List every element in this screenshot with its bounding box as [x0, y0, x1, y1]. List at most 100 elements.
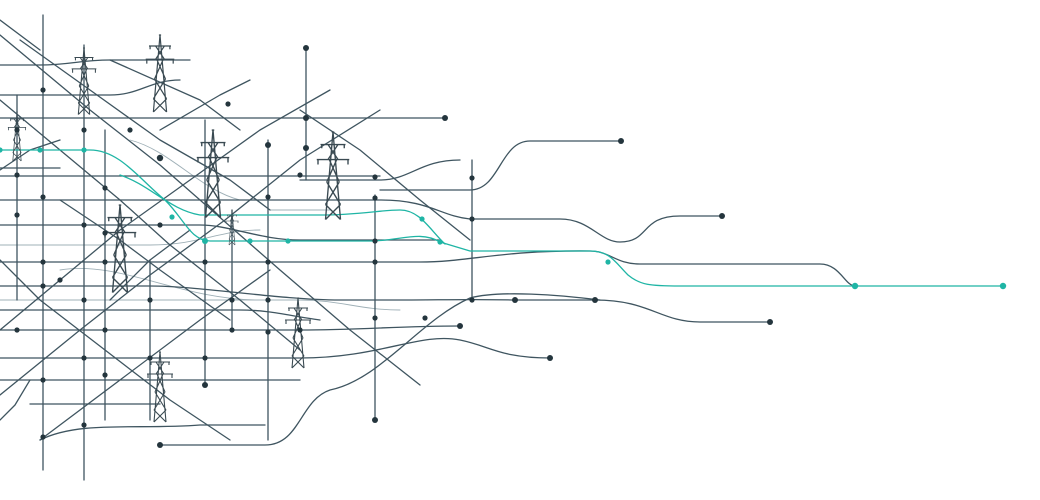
connection-node — [419, 216, 425, 222]
connection-node — [81, 355, 87, 361]
connection-node — [457, 323, 463, 329]
grid-wire — [0, 79, 181, 96]
connection-node — [40, 434, 46, 440]
connection-node — [156, 154, 164, 162]
connection-node — [14, 212, 20, 218]
connection-node — [437, 239, 443, 245]
grid-wire — [0, 34, 421, 386]
connection-node — [40, 283, 46, 289]
connection-node — [512, 297, 518, 303]
grid-wire — [299, 159, 461, 181]
background-wires — [0, 139, 401, 331]
grid-wire — [0, 325, 461, 331]
connection-node — [157, 222, 163, 228]
connection-node — [57, 277, 63, 283]
connection-node — [303, 45, 309, 51]
connection-node — [81, 147, 87, 153]
grid-wire — [0, 259, 231, 441]
connection-node — [285, 238, 291, 244]
connection-node — [14, 172, 20, 178]
grid-wire — [0, 139, 61, 171]
grid-wire — [0, 19, 41, 51]
connection-node — [102, 185, 108, 191]
connection-node — [40, 87, 46, 93]
grid-wire — [0, 199, 723, 243]
grid-wire — [19, 39, 271, 211]
connection-node — [40, 259, 46, 265]
connection-node — [40, 194, 46, 200]
connection-node — [297, 172, 303, 178]
grid-wire — [0, 89, 331, 331]
connection-node — [303, 145, 309, 151]
transmission-tower-icon — [145, 34, 175, 113]
connection-node — [592, 297, 598, 303]
grid-wire — [159, 293, 601, 446]
connection-node — [202, 382, 208, 388]
connection-node — [767, 319, 773, 325]
connection-node — [14, 327, 20, 333]
connection-node — [372, 174, 378, 180]
connection-node — [372, 259, 378, 265]
connection-node — [202, 238, 208, 244]
grid-wire — [0, 309, 321, 321]
connection-node — [147, 297, 153, 303]
grid-wire — [379, 140, 622, 191]
connection-node — [102, 327, 108, 333]
connection-node — [265, 297, 271, 303]
grid-wire — [0, 337, 551, 359]
connection-node — [372, 238, 378, 244]
connection-node — [442, 115, 448, 121]
connection-node — [81, 127, 87, 133]
connection-node — [422, 315, 428, 321]
connection-node — [297, 327, 303, 333]
grid-wire — [0, 379, 31, 421]
connection-node — [202, 355, 208, 361]
grid-wire — [0, 224, 441, 241]
connection-node — [547, 355, 553, 361]
grid-wire — [39, 269, 271, 441]
connection-node — [81, 297, 87, 303]
grid-wire — [0, 285, 771, 323]
transmission-tower-icon — [196, 129, 230, 219]
grid-wire — [0, 109, 381, 396]
connection-node — [40, 377, 46, 383]
connection-node — [127, 127, 133, 133]
connection-node — [147, 355, 153, 361]
connection-node — [202, 259, 208, 265]
grid-wire — [109, 229, 191, 301]
connection-node — [469, 175, 475, 181]
grid-wire — [109, 59, 241, 131]
connection-node — [157, 442, 163, 448]
connection-node — [102, 372, 108, 378]
transmission-tower-icon — [146, 351, 174, 423]
grid-wire — [0, 99, 301, 351]
background-wire — [0, 299, 401, 311]
connection-node — [265, 194, 271, 200]
connection-node — [469, 297, 475, 303]
background-wire — [59, 268, 261, 301]
connection-node — [265, 142, 271, 148]
connection-node — [303, 115, 309, 121]
connection-node — [247, 238, 253, 244]
connection-node — [169, 214, 175, 220]
highlighted-wire-segment — [119, 174, 446, 245]
grid-wire — [159, 79, 251, 131]
connection-node — [14, 127, 20, 133]
connection-node — [469, 216, 475, 222]
grid-wire — [0, 250, 856, 287]
connection-node — [229, 327, 235, 333]
grid-wire — [59, 199, 231, 321]
connection-node — [81, 222, 87, 228]
connection-node — [618, 138, 624, 144]
towers-group — [7, 34, 350, 423]
connection-node — [225, 101, 231, 107]
connection-node — [851, 282, 859, 290]
connection-node — [102, 230, 108, 236]
connection-node — [37, 147, 43, 153]
connection-node — [0, 147, 3, 153]
connection-node — [229, 297, 235, 303]
highlighted-wire-segment — [0, 149, 1004, 287]
grid-wires — [0, 14, 856, 481]
connection-node — [372, 315, 378, 321]
